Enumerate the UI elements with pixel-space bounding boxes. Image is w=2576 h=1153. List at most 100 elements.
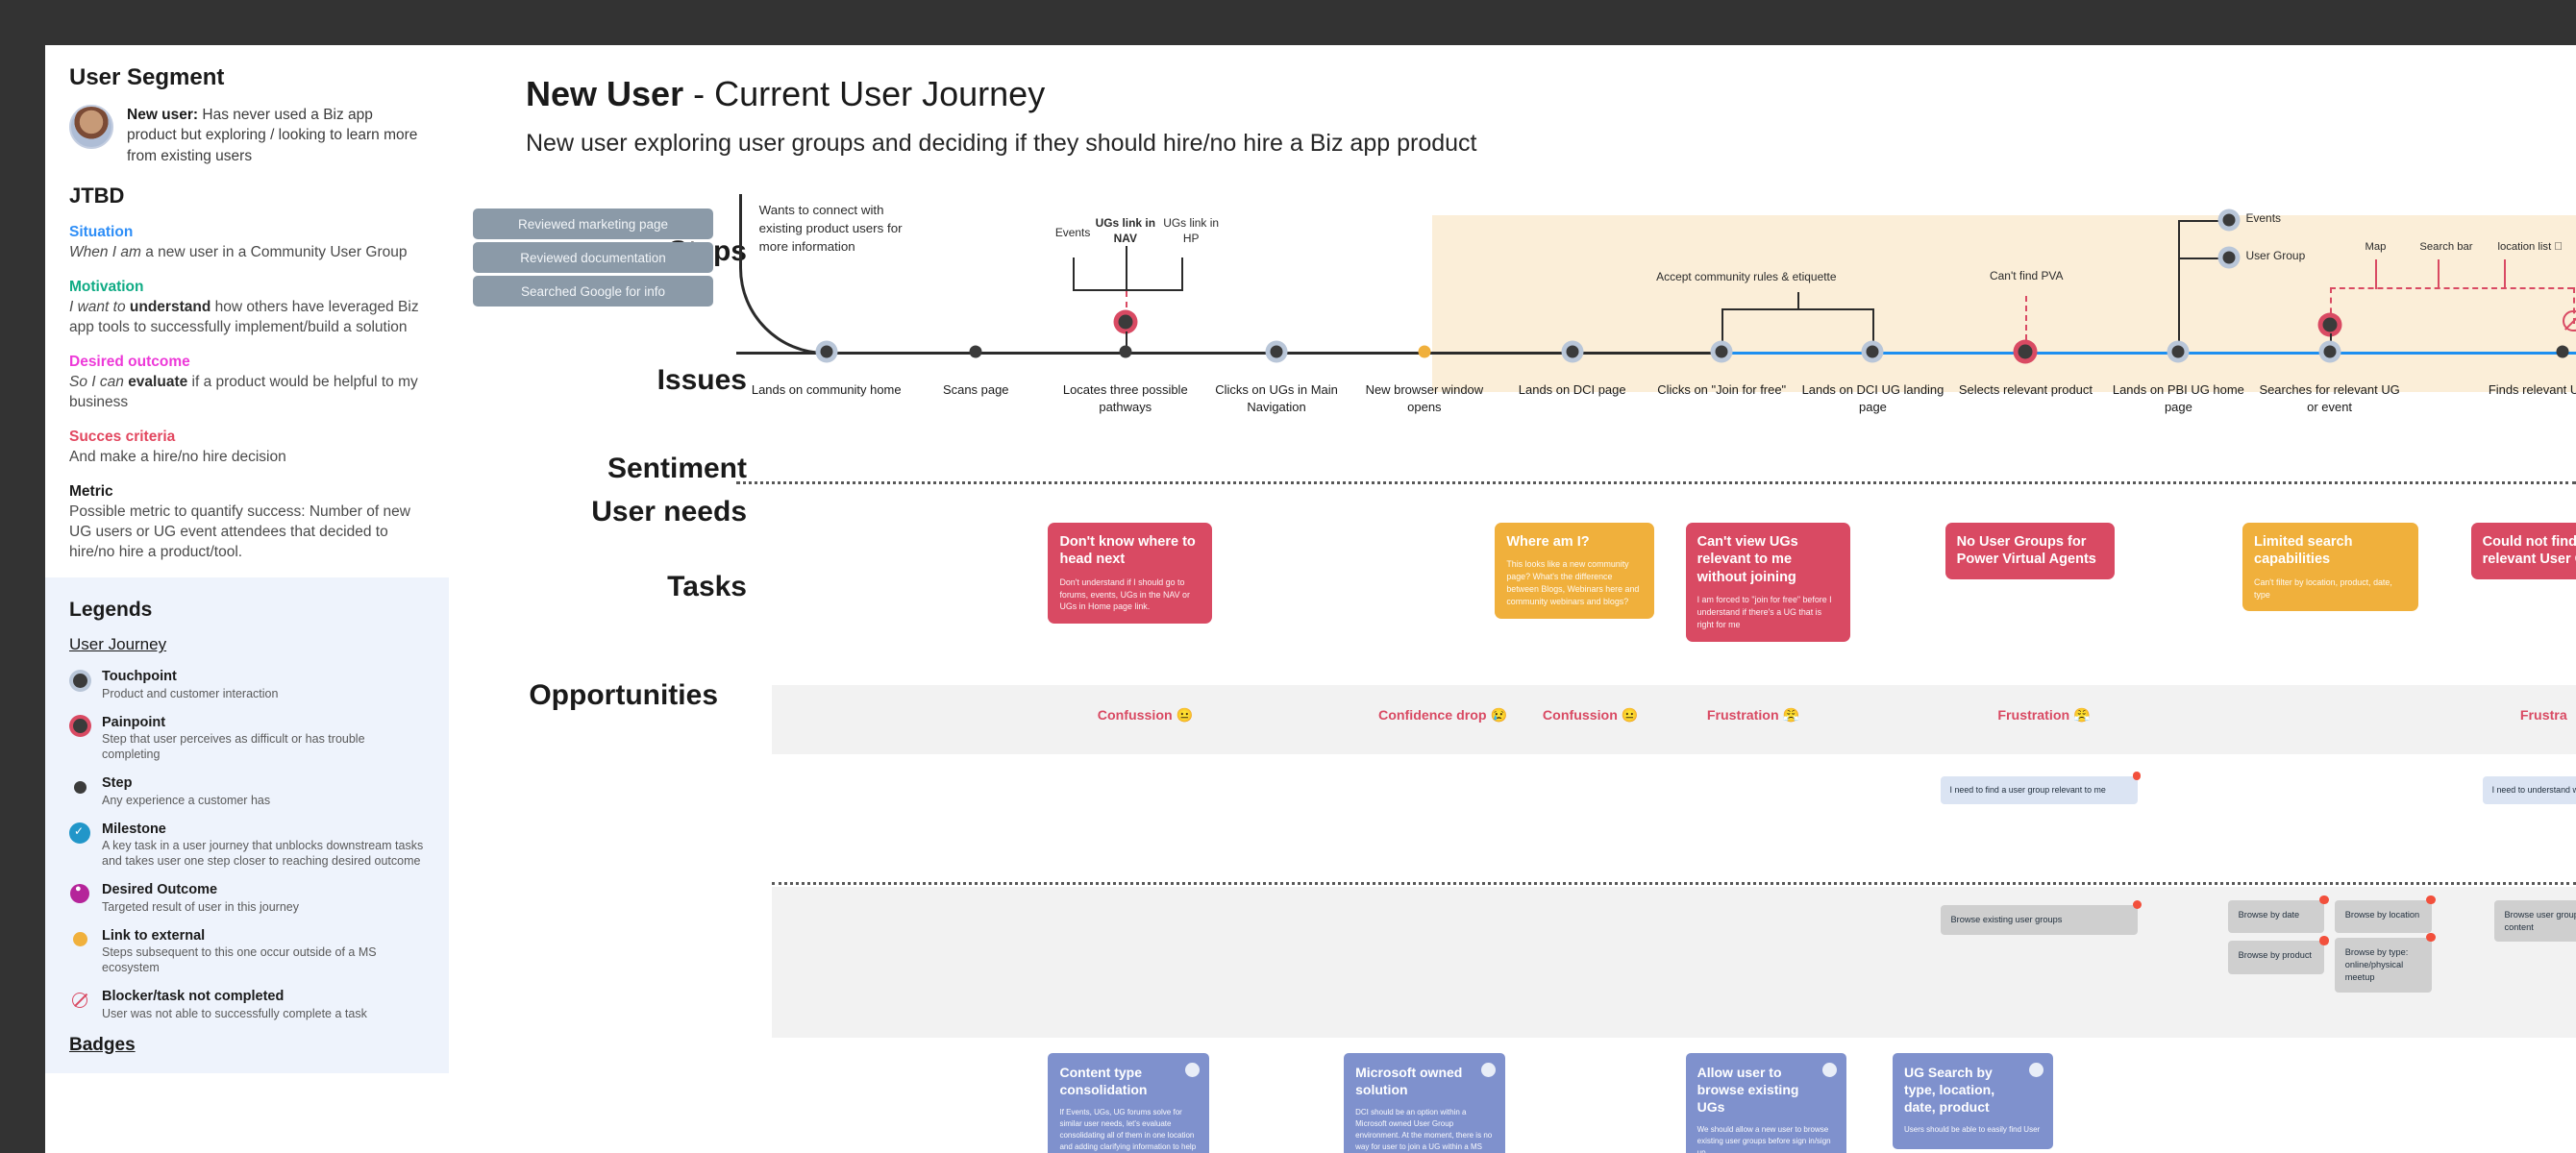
- jtbd-label-0: Situation: [69, 224, 134, 241]
- user-need-dot-0: [2132, 772, 2142, 780]
- opportunity-card-2[interactable]: Allow user to browse existing UGs We shou…: [1685, 1052, 1847, 1153]
- badges-title: Badges: [69, 1034, 136, 1055]
- step-label-10: Searches for relevant UG or event: [2259, 381, 2400, 414]
- note-cant-find-pva: Can't find PVA: [1990, 268, 2064, 282]
- user-segment-title: User Segment: [69, 64, 225, 90]
- step-label-9: Lands on PBI UG home page: [2112, 381, 2244, 414]
- journey-entry-curve: [739, 262, 831, 356]
- step-node-4[interactable]: [1418, 345, 1431, 358]
- issue-heading: No User Groups for Power Virtual Agents: [1956, 533, 2096, 568]
- pre-step-button-2[interactable]: Searched Google for info: [473, 276, 713, 307]
- sentiment-label-2: Confussion 😐: [1542, 707, 1639, 724]
- facet-tick-search: [2438, 259, 2440, 289]
- jtbd-label-4: Metric: [69, 482, 113, 500]
- issue-heading: Where am I?: [1506, 533, 1590, 550]
- task-dot-0: [2132, 899, 2142, 910]
- pbi-branch-trunk: [2178, 220, 2181, 354]
- opportunity-badge-icon: [1184, 1062, 1200, 1077]
- opportunity-body: We should allow a new user to browse exi…: [1697, 1125, 1831, 1153]
- journey-canvas: New User - Current User Journey New user…: [449, 45, 2576, 1153]
- opportunity-heading: Allow user to browse existing UGs: [1697, 1064, 1799, 1116]
- painpoint-dot-icon: [69, 716, 90, 737]
- branch-dash-to-painpoint: [1125, 290, 1127, 307]
- opportunity-body: Users should be able to easily find User: [1903, 1125, 2041, 1135]
- step-node-1[interactable]: [969, 345, 982, 358]
- user-segment-row: New user: Has never used a Biz app produ…: [69, 105, 425, 166]
- painpoint-dot-icon-glyph: [72, 719, 87, 734]
- rules-bracket-mid: [1796, 292, 1799, 311]
- journey-line-left: [735, 351, 1755, 355]
- touchpoint-dot-icon: [69, 670, 90, 691]
- pbi-usergroup-label: User Group: [2245, 249, 2306, 263]
- task-card-0[interactable]: Browse existing user groups: [1940, 904, 2138, 935]
- jtbd-body-2: So I can evaluate if a product would be …: [69, 373, 418, 410]
- step-node-6[interactable]: [1715, 345, 1728, 358]
- step-node-8[interactable]: [2018, 344, 2033, 359]
- issue-card-5[interactable]: Could not find relevant User Groups: [2470, 522, 2576, 579]
- pbi-branch-ug-arm: [2178, 258, 2225, 260]
- desired-outcome-icon: [69, 883, 90, 904]
- user-need-card-0[interactable]: I need to find a user group relevant to …: [1940, 776, 2138, 804]
- facet-dash-stem-right: [2572, 287, 2575, 324]
- jtbd-body-1: I want to understand how others have lev…: [69, 299, 419, 335]
- step-node-2[interactable]: [1119, 345, 1132, 358]
- row-label-tasks: Tasks: [667, 571, 747, 602]
- step-label-2: Locates three possible pathways: [1062, 381, 1188, 414]
- step-node-7[interactable]: [1866, 345, 1879, 358]
- branch-bracket-mid: [1125, 246, 1127, 291]
- pre-step-button-1[interactable]: Reviewed documentation: [473, 242, 713, 273]
- step-label-8: Selects relevant product: [1958, 381, 2093, 397]
- issue-card-3[interactable]: No User Groups for Power Virtual Agents: [1944, 522, 2115, 579]
- legend-item-desc: Any experience a customer has: [102, 793, 271, 807]
- task-card-2[interactable]: Browse by location: [2334, 899, 2432, 933]
- legend-item-name: Touchpoint: [102, 669, 177, 685]
- branch-bracket-left: [1073, 258, 1076, 291]
- issue-heading: Could not find relevant User Groups: [2482, 533, 2576, 568]
- pva-dash-stem: [2025, 295, 2028, 340]
- branch-bracket-right: [1180, 258, 1183, 291]
- facet-dash-stem-left: [2329, 287, 2332, 324]
- issue-card-2[interactable]: Can't view UGs relevant to me without jo…: [1685, 522, 1850, 642]
- pbi-events-label: Events: [2245, 210, 2281, 225]
- step-node-9[interactable]: [2171, 345, 2185, 358]
- issue-card-1[interactable]: Where am I?This looks like a new communi…: [1495, 522, 1655, 619]
- task-card-5[interactable]: Browse user group content: [2493, 899, 2576, 943]
- user-segment-description: New user: Has never used a Biz app produ…: [127, 105, 425, 166]
- opportunity-card-3[interactable]: UG Search by type, location, date, produ…: [1892, 1052, 2054, 1150]
- task-card-1[interactable]: Browse by date: [2227, 899, 2325, 933]
- user-need-card-1[interactable]: I need to understand w: [2482, 776, 2576, 804]
- amber-highlight-band: [1432, 214, 2576, 393]
- row-label-issues: Issues: [656, 364, 747, 396]
- jtbd-title: JTBD: [69, 184, 125, 209]
- link-external-icon: [69, 929, 90, 950]
- opportunity-heading: Content type consolidation: [1059, 1064, 1148, 1097]
- pre-step-button-0[interactable]: Reviewed marketing page: [473, 209, 713, 239]
- legend-item-desc: Steps subsequent to this one occur outsi…: [102, 944, 377, 975]
- task-card-3[interactable]: Browse by product: [2227, 941, 2325, 974]
- facet-dash-line: [2329, 287, 2573, 290]
- jtbd-label-3: Succes criteria: [69, 428, 176, 445]
- step-node-3[interactable]: [1270, 345, 1283, 358]
- step-node-11[interactable]: [2556, 345, 2569, 358]
- rules-bracket-right: [1872, 308, 1875, 354]
- opportunity-badge-icon: [1480, 1062, 1496, 1077]
- pbi-branch-events-arm: [2178, 220, 2225, 223]
- page-title-bold: New User: [526, 74, 684, 113]
- opportunity-heading: UG Search by type, location, date, produ…: [1903, 1064, 1995, 1116]
- jtbd-label-1: Motivation: [69, 279, 144, 296]
- step-node-5[interactable]: [1566, 345, 1579, 358]
- step-node-10[interactable]: [2323, 345, 2337, 358]
- legend-item-desc: Step that user perceives as difficult or…: [102, 731, 365, 762]
- milestone-check-icon: [69, 822, 90, 844]
- step-node-0[interactable]: [820, 345, 833, 358]
- task-card-4[interactable]: Browse by type: online/physical meetup: [2334, 937, 2432, 993]
- rules-bracket-left: [1721, 308, 1724, 354]
- legend-item-name: Blocker/task not completed: [102, 989, 285, 1005]
- legend-item-name: Painpoint: [102, 714, 166, 730]
